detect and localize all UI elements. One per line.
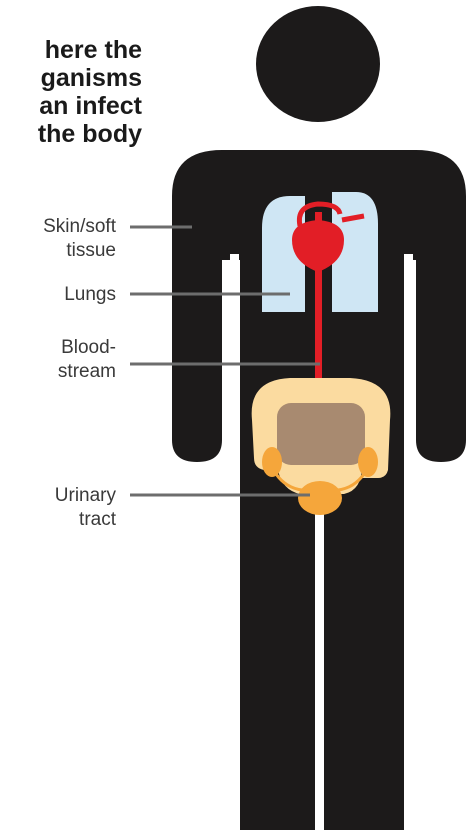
leg-gap	[315, 510, 324, 830]
label-lungs: Lungs	[64, 283, 116, 307]
label-line: Lungs	[64, 283, 116, 307]
label-line: tissue	[43, 239, 116, 263]
label-skin-soft-tissue: Skin/soft tissue	[43, 215, 116, 263]
left-arm-gap	[230, 254, 239, 466]
right-arm-gap	[404, 254, 413, 466]
left-kidney	[262, 447, 282, 477]
label-line: Blood-	[58, 336, 116, 360]
label-line: stream	[58, 360, 116, 384]
label-urinary-tract: Urinary tract	[55, 484, 116, 532]
small-intestine	[277, 403, 365, 465]
label-line: Urinary	[55, 484, 116, 508]
label-line: Skin/soft	[43, 215, 116, 239]
bladder	[298, 481, 342, 515]
head	[256, 6, 380, 122]
label-line: tract	[55, 508, 116, 532]
label-bloodstream: Blood- stream	[58, 336, 116, 384]
right-kidney	[358, 447, 378, 477]
